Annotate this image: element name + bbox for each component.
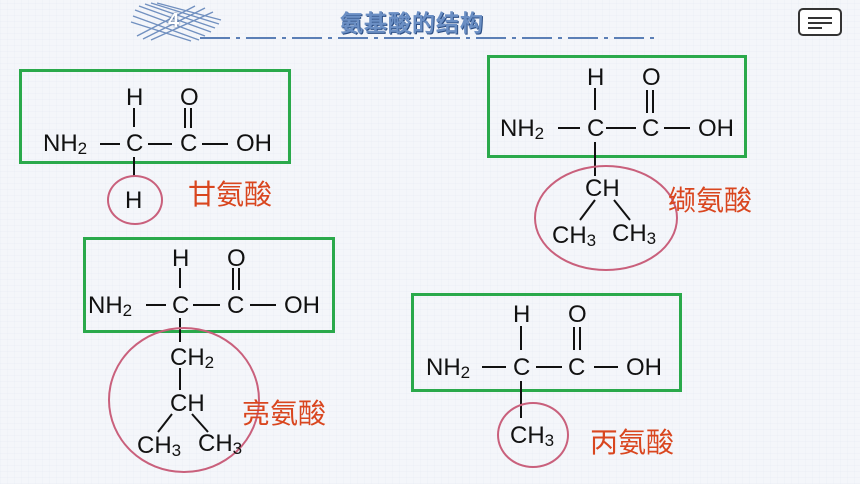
title-underline	[200, 37, 660, 39]
slide-number-badge	[130, 2, 222, 42]
acid-name-alanine: 丙氨酸	[590, 426, 675, 459]
carboxyl-carbon-label: C	[642, 115, 660, 142]
hydroxyl-label: OH	[284, 292, 320, 319]
acid-name-glycine: 甘氨酸	[188, 178, 273, 211]
oxygen-label: O	[642, 64, 661, 91]
hydrogen-label: H	[126, 84, 144, 111]
r-group-circle	[107, 175, 163, 225]
r-group-methyl: CH3	[198, 430, 243, 458]
r-group-label: H	[125, 187, 143, 214]
menu-icon-line	[808, 17, 832, 19]
hydroxyl-label: OH	[626, 354, 662, 381]
r-group-ch: CH	[585, 175, 620, 202]
hydrogen-label: H	[513, 301, 531, 328]
alpha-carbon-label: C	[172, 292, 190, 319]
menu-icon-line	[808, 22, 832, 24]
amino-label: NH2	[88, 292, 133, 320]
carboxyl-carbon-label: C	[227, 292, 245, 319]
r-group-methyl: CH3	[510, 422, 555, 450]
r-group-circle	[534, 165, 678, 271]
oxygen-label: O	[180, 84, 199, 111]
backbone-box	[487, 55, 747, 158]
hydrogen-label: H	[172, 245, 190, 272]
carboxyl-carbon-label: C	[568, 354, 586, 381]
oxygen-label: O	[227, 245, 246, 272]
amino-label: NH2	[500, 115, 545, 143]
page-title: 氨基酸的结构	[340, 10, 484, 36]
hydrogen-label: H	[587, 64, 605, 91]
hydroxyl-label: OH	[698, 115, 734, 142]
r-group-ch2: CH2	[170, 344, 215, 372]
r-group-methyl: CH3	[552, 222, 597, 250]
r-group-circle	[497, 402, 569, 468]
backbone-box	[19, 69, 291, 164]
acid-name-valine: 缬氨酸	[668, 184, 753, 217]
alpha-carbon-label: C	[587, 115, 605, 142]
oxygen-label: O	[568, 301, 587, 328]
alpha-carbon-label: C	[513, 354, 531, 381]
r-group-methyl: CH3	[612, 220, 657, 248]
slide-number: 4	[168, 10, 180, 32]
r-group-ch: CH	[170, 390, 205, 417]
amino-label: NH2	[426, 354, 471, 382]
alpha-carbon-label: C	[126, 130, 144, 157]
hydroxyl-label: OH	[236, 130, 272, 157]
backbone-box	[411, 293, 682, 392]
carboxyl-carbon-label: C	[180, 130, 198, 157]
acid-name-leucine: 亮氨酸	[242, 397, 327, 430]
r-group-methyl: CH3	[137, 432, 182, 460]
menu-icon-line	[808, 27, 822, 29]
amino-label: NH2	[43, 130, 88, 158]
menu-button[interactable]	[798, 8, 842, 36]
r-group-circle	[108, 327, 260, 473]
